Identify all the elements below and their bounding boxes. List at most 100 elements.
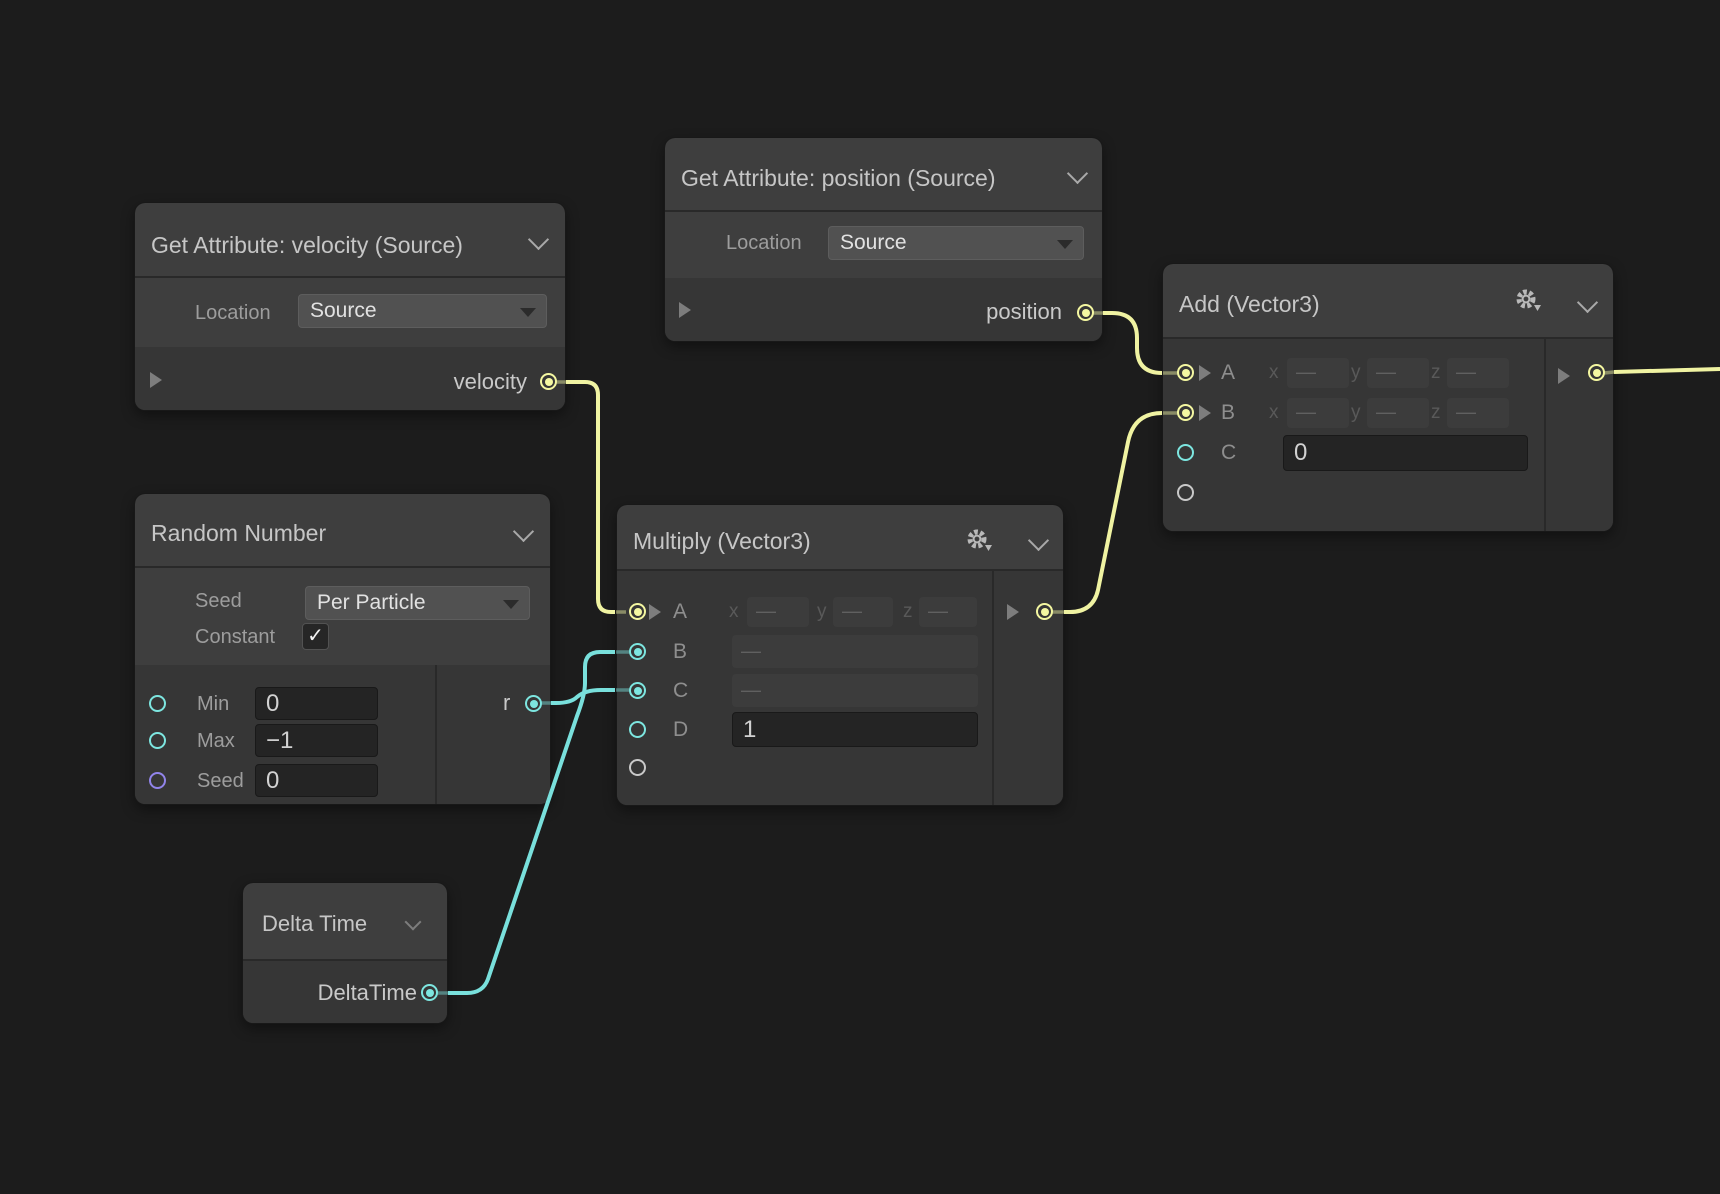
constant-label: Constant <box>195 626 276 648</box>
max-label: Max <box>197 730 235 752</box>
edge-velocity-to-multiply-a[interactable] <box>566 380 615 614</box>
edge-r-to-multiply-c[interactable] <box>551 688 615 705</box>
input-c-field[interactable]: 0 <box>1283 435 1528 471</box>
divider <box>1163 337 1613 339</box>
node-port-area: A x — y — z — B x — y — z — C 0 <box>1163 339 1613 531</box>
divider <box>617 569 1063 571</box>
node-port-area: A x — y — z — B — C — D 1 <box>617 571 1063 805</box>
input-d-label: D <box>673 718 689 741</box>
node-header[interactable]: Random Number <box>135 494 550 567</box>
expand-output-icon[interactable] <box>150 372 162 388</box>
input-d-field[interactable]: 1 <box>732 712 978 747</box>
divider <box>243 959 447 961</box>
location-label: Location <box>726 232 802 254</box>
seed-field[interactable]: 0 <box>255 764 378 797</box>
node-header[interactable]: Delta Time <box>243 883 447 960</box>
port-r-output[interactable] <box>525 695 542 712</box>
ghost-field-x: — <box>1287 398 1349 428</box>
chevron-down-icon[interactable] <box>1027 529 1050 552</box>
port-velocity-output[interactable] <box>540 373 557 390</box>
node-header[interactable]: Get Attribute: velocity (Source) <box>135 203 565 277</box>
node-delta-time[interactable]: Delta Time DeltaTime <box>242 882 448 1024</box>
node-title: Get Attribute: velocity (Source) <box>151 232 463 258</box>
node-header[interactable]: Get Attribute: position (Source) <box>665 138 1102 211</box>
node-header[interactable]: Multiply (Vector3) <box>617 505 1063 570</box>
divider <box>135 276 565 278</box>
port-add-b-input[interactable] <box>1177 404 1194 421</box>
chevron-down-icon[interactable] <box>512 520 535 543</box>
port-multiply-extra-input[interactable] <box>629 759 646 776</box>
port-add-a-input[interactable] <box>1177 364 1194 381</box>
ghost-field-z: — <box>1447 358 1509 388</box>
port-multiply-a-input[interactable] <box>629 603 646 620</box>
ghost-field-y: — <box>1367 358 1429 388</box>
port-add-c-input[interactable] <box>1177 444 1194 461</box>
expand-input-b-icon[interactable] <box>1199 405 1211 421</box>
edge-position-to-add-a[interactable] <box>1103 311 1163 375</box>
node-header[interactable]: Add (Vector3) <box>1163 264 1613 338</box>
edge-multiply-to-add-b[interactable] <box>1064 411 1163 614</box>
port-multiply-b-input[interactable] <box>629 643 646 660</box>
port-seed-input[interactable] <box>149 772 166 789</box>
node-port-area: position <box>665 278 1102 341</box>
axis-y-label: y <box>1351 362 1361 383</box>
edge-add-output[interactable] <box>1613 367 1720 374</box>
node-multiply-vector3[interactable]: Multiply (Vector3) A x — y — z — B — C <box>616 504 1064 806</box>
port-multiply-c-input[interactable] <box>629 682 646 699</box>
constant-checkbox[interactable]: ✓ <box>302 623 329 650</box>
max-field[interactable]: −1 <box>255 724 378 757</box>
output-column <box>992 571 1065 805</box>
port-min-input[interactable] <box>149 695 166 712</box>
min-field[interactable]: 0 <box>255 687 378 720</box>
node-get-attribute-position[interactable]: Get Attribute: position (Source) Locatio… <box>664 137 1103 342</box>
port-max-input[interactable] <box>149 732 166 749</box>
ghost-field-b: — <box>732 635 978 668</box>
node-title: Multiply (Vector3) <box>633 528 811 554</box>
output-column <box>1544 339 1615 531</box>
ghost-field-x: — <box>747 597 809 627</box>
gear-icon[interactable] <box>964 527 996 560</box>
output-port-label: r <box>503 690 511 715</box>
divider <box>135 566 550 568</box>
checkmark-icon: ✓ <box>307 625 324 647</box>
output-column <box>435 665 552 804</box>
chevron-down-icon[interactable] <box>1066 162 1089 185</box>
node-add-vector3[interactable]: Add (Vector3) A x — y — z — B x — y <box>1162 263 1614 532</box>
ghost-field-z: — <box>919 597 977 627</box>
node-get-attribute-velocity[interactable]: Get Attribute: velocity (Source) Locatio… <box>134 202 566 411</box>
dropdown-arrow-icon <box>503 600 519 609</box>
port-multiply-d-input[interactable] <box>629 721 646 738</box>
expand-output-icon[interactable] <box>679 302 691 318</box>
seed-mode-dropdown[interactable]: Per Particle <box>305 586 530 620</box>
axis-z-label: z <box>1431 362 1441 383</box>
expand-input-a-icon[interactable] <box>1199 365 1211 381</box>
chevron-down-icon[interactable] <box>527 228 550 251</box>
ghost-field-y: — <box>833 597 893 627</box>
port-deltatime-output[interactable] <box>421 984 438 1001</box>
location-dropdown[interactable]: Source <box>828 226 1084 260</box>
port-add-output[interactable] <box>1588 364 1605 381</box>
expand-output-icon[interactable] <box>1007 604 1019 620</box>
chevron-down-icon[interactable] <box>1576 291 1599 314</box>
ghost-field-c: — <box>732 674 978 707</box>
node-port-area: velocity <box>135 347 565 410</box>
node-title: Get Attribute: position (Source) <box>681 165 996 191</box>
node-port-area: DeltaTime <box>243 961 447 1023</box>
input-b-label: B <box>673 640 688 663</box>
expand-input-a-icon[interactable] <box>649 604 661 620</box>
dropdown-arrow-icon <box>520 308 536 317</box>
location-label: Location <box>195 302 271 324</box>
expand-output-icon[interactable] <box>1558 368 1570 384</box>
port-add-extra-input[interactable] <box>1177 484 1194 501</box>
ghost-field-y: — <box>1367 398 1429 428</box>
node-title: Random Number <box>151 520 327 546</box>
min-label: Min <box>197 693 230 715</box>
node-random-number[interactable]: Random Number Seed Per Particle Constant… <box>134 493 551 805</box>
chevron-down-icon[interactable] <box>404 913 422 931</box>
port-multiply-output[interactable] <box>1036 603 1053 620</box>
node-port-area: Min 0 Max −1 Seed 0 r <box>135 665 550 804</box>
port-position-output[interactable] <box>1077 304 1094 321</box>
gear-icon[interactable] <box>1513 287 1545 320</box>
location-dropdown[interactable]: Source <box>298 294 547 328</box>
